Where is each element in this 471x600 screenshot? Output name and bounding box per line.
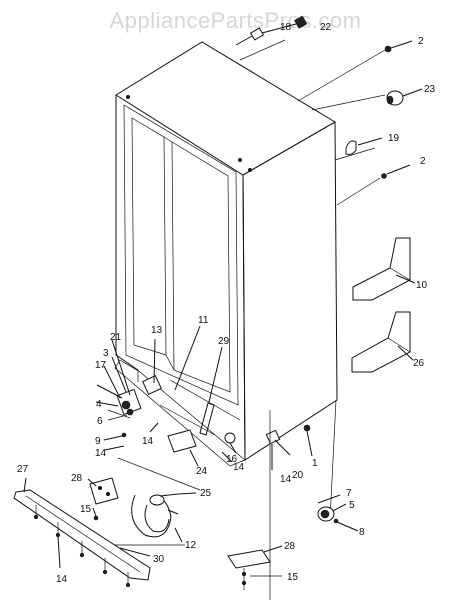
part-20-leveler xyxy=(265,399,337,600)
callout-1: 1 xyxy=(312,458,318,469)
callout-12: 12 xyxy=(185,540,197,551)
part-21-3-17-leg-bracket xyxy=(95,339,142,421)
callout-5: 5 xyxy=(349,500,355,511)
callout-14-left: 14 xyxy=(95,448,107,459)
part-16-foot xyxy=(224,432,237,454)
callout-2-top: 2 xyxy=(418,36,424,47)
callout-4: 4 xyxy=(96,399,102,410)
callout-2-mid: 2 xyxy=(420,156,426,167)
part-13-bracket xyxy=(142,338,162,395)
callout-26: 26 xyxy=(413,358,425,369)
cabinet-body xyxy=(115,41,338,461)
callout-24: 24 xyxy=(196,466,208,477)
part-28-bracket-right xyxy=(227,545,283,590)
part-18-22-hinge xyxy=(235,15,308,61)
part-9-screw xyxy=(103,432,127,441)
part-2-screw-top xyxy=(384,40,413,53)
callout-22: 22 xyxy=(320,22,332,33)
callout-9: 9 xyxy=(95,436,101,447)
callout-15-right: 15 xyxy=(287,572,299,583)
callout-10: 10 xyxy=(416,280,428,291)
callout-17: 17 xyxy=(95,360,107,371)
part-27-30-kickplate xyxy=(13,477,151,588)
callout-18: 18 xyxy=(280,22,292,33)
part-26-panel xyxy=(351,311,414,373)
watermark-text: AppliancePartsPros.com xyxy=(109,8,362,33)
part-2-screw-mid xyxy=(381,164,411,179)
callout-13: 13 xyxy=(151,325,163,336)
callout-20: 20 xyxy=(292,470,304,481)
callout-14-right: 14 xyxy=(233,462,245,473)
part-29-tube xyxy=(199,346,223,436)
part-23-plug xyxy=(386,88,423,106)
callout-15-left: 15 xyxy=(80,504,92,515)
callout-14-bottom: 14 xyxy=(56,574,68,585)
callout-25: 25 xyxy=(200,488,212,499)
callout-23: 23 xyxy=(424,84,436,95)
callout-29: 29 xyxy=(218,336,230,347)
callout-30: 30 xyxy=(153,554,165,565)
callout-8: 8 xyxy=(359,527,365,538)
callout-28-right: 28 xyxy=(284,541,296,552)
callout-7: 7 xyxy=(346,488,352,499)
callout-28-left: 28 xyxy=(71,473,83,484)
part-24-plate xyxy=(117,429,201,491)
callout-14-center: 14 xyxy=(142,436,154,447)
callout-27: 27 xyxy=(17,464,29,475)
part-7-5-8-roller xyxy=(317,494,359,532)
part-10-panel xyxy=(352,237,416,301)
part-28-bracket-left xyxy=(87,477,119,505)
part-19-clip xyxy=(345,137,383,155)
part-12-caster-assembly xyxy=(115,493,185,546)
callout-11: 11 xyxy=(198,315,209,326)
part-15-screw-left xyxy=(92,507,99,521)
callout-14-leg: 14 xyxy=(280,474,292,485)
callout-3: 3 xyxy=(103,348,109,359)
callout-19: 19 xyxy=(388,133,400,144)
callout-16: 16 xyxy=(226,454,238,465)
callout-6: 6 xyxy=(97,416,103,427)
callout-21: 21 xyxy=(110,332,122,343)
